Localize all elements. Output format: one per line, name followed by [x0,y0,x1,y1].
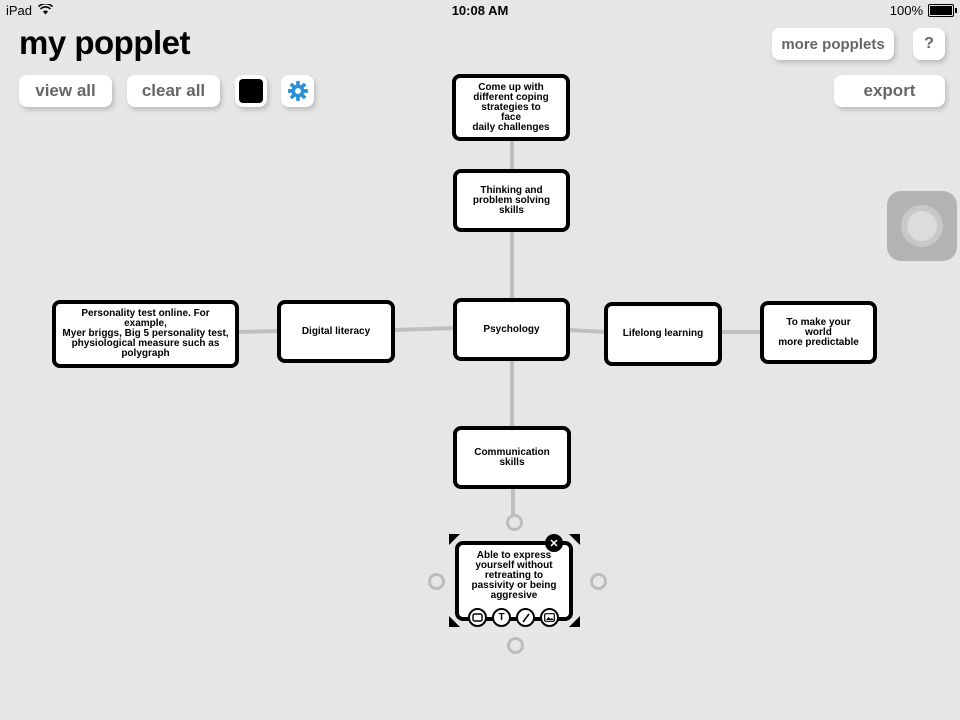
color-tool-button[interactable] [468,608,487,627]
popplet-title[interactable]: my popplet [19,24,191,61]
popple-text: Lifelong learning [622,328,704,339]
popple-text: Psychology [483,323,540,335]
connector-psychology-lifelong [567,328,608,334]
resize-corner-bottom-left [449,616,460,627]
connector-digital-psychology [393,326,456,332]
popple-lifelong-learning[interactable]: Lifelong learning [604,302,722,366]
clear-all-button[interactable]: clear all [127,75,220,107]
device-name: iPad [6,3,33,18]
popple-digital-literacy[interactable]: Digital literacy [277,300,395,363]
rectangle-icon [472,613,483,622]
popple-personality-test[interactable]: Personality test online. For example,Mye… [52,300,239,368]
pencil-icon [521,613,530,622]
connect-handle-right[interactable] [590,573,607,590]
view-all-button[interactable]: view all [19,75,112,107]
color-picker-button[interactable] [235,75,267,107]
popple-psychology[interactable]: Psychology [453,298,570,361]
settings-button[interactable] [281,75,314,107]
gear-icon [287,80,308,102]
battery-percent: 100% [889,3,923,18]
image-icon [544,613,555,622]
connect-handle-left[interactable] [428,573,445,590]
resize-corner-bottom-right [569,616,580,627]
wifi-icon [37,2,54,18]
connector-personality-digital [236,329,280,334]
help-button[interactable]: ? [913,28,945,60]
popple-text: Personality test online. For example,Mye… [62,308,229,359]
draw-tool-button[interactable] [516,608,535,627]
status-time: 10:08 AM [451,3,509,18]
status-bar: iPad 10:08 AM 100% [0,0,960,20]
battery-icon [928,4,957,17]
text-tool-button[interactable]: T [492,608,511,627]
current-color-swatch [239,79,263,103]
text-icon: T [498,612,505,623]
more-popplets-button[interactable]: more popplets [772,28,894,60]
export-button[interactable]: export [834,75,945,107]
resize-corner-top-left [449,534,460,545]
image-tool-button[interactable] [540,608,559,627]
connect-handle-bottom[interactable] [507,637,524,654]
delete-popple-button[interactable]: ✕ [545,534,563,552]
resize-corner-top-right [569,534,580,545]
connect-handle-top[interactable] [506,514,523,531]
popple-text: Digital literacy [301,325,371,337]
close-icon: ✕ [549,537,559,550]
assistive-touch-button[interactable] [887,191,957,261]
